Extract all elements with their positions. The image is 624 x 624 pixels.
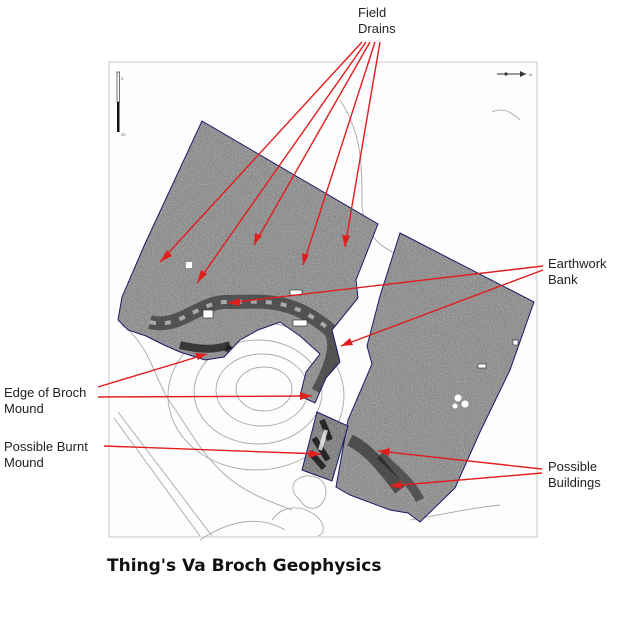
annotation-arrows: [97, 41, 544, 487]
arrow-heads: [160, 233, 402, 489]
scale-value: 20: [121, 132, 126, 137]
scale-zero: 0: [121, 76, 124, 81]
label-possible-buildings: Possible Buildings: [548, 459, 601, 490]
label-possible-burnt-mound: Possible Burnt Mound: [4, 439, 91, 470]
scale-bar: 0 20: [116, 71, 126, 137]
label-edge-of-broch-mound: Edge of Broch Mound: [4, 385, 90, 416]
label-earthwork-bank: Earthwork Bank: [548, 256, 610, 287]
label-field-drains: Field Drains: [358, 5, 396, 36]
north-arrow-icon: N: [497, 71, 532, 77]
figure-title: Thing's Va Broch Geophysics: [107, 556, 381, 576]
north-label: N: [529, 72, 532, 77]
contour-lines: [113, 99, 521, 541]
